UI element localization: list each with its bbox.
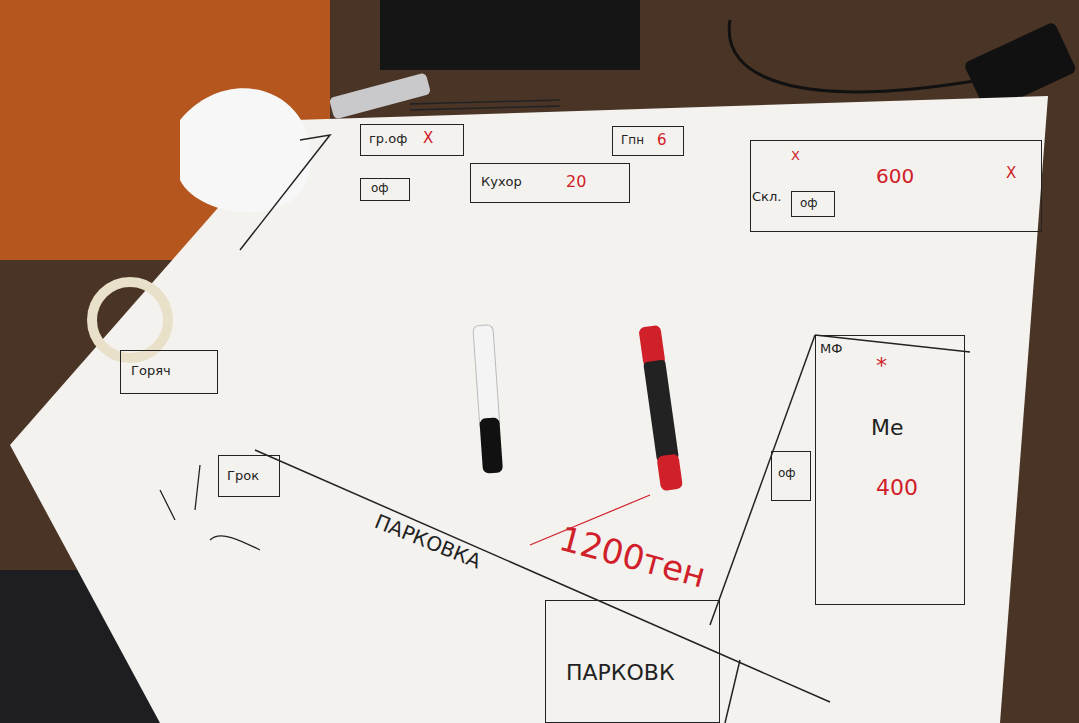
box-text: МФ xyxy=(820,342,842,356)
map-label: Скл. xyxy=(752,190,781,204)
road-edge xyxy=(255,450,830,702)
box-text: 400 xyxy=(876,476,918,500)
box-text: Кухор xyxy=(481,175,522,189)
map-box: Горяч xyxy=(120,350,218,394)
cable xyxy=(729,20,980,92)
box-text: оф xyxy=(371,182,389,195)
map-box: гр.оф Х xyxy=(360,124,464,156)
paper-sheet xyxy=(10,96,1048,723)
box-text: 20 xyxy=(566,173,586,191)
box-text: Гпн xyxy=(621,134,644,147)
foil-roll xyxy=(329,72,431,119)
sketch-marks xyxy=(160,465,260,550)
map-box: оф xyxy=(360,178,410,201)
fence-line xyxy=(410,106,560,110)
tape-roll xyxy=(92,282,168,358)
box-text: * xyxy=(876,354,887,378)
map-box: ПАРКОВК xyxy=(545,600,720,723)
box-text: ПАРКОВК xyxy=(566,661,675,685)
box-text: Горяч xyxy=(131,364,171,378)
black-marker xyxy=(473,325,503,474)
map-box: Кухор 20 xyxy=(470,163,630,203)
box-text: оф xyxy=(800,197,818,210)
building-outline xyxy=(240,135,330,250)
box-text: Х xyxy=(791,149,800,163)
road-edge xyxy=(725,660,740,723)
map-box: оф xyxy=(771,451,811,501)
box-text: 6 xyxy=(657,132,667,149)
map-box: Х 600 Хоф xyxy=(750,140,1042,232)
box-text: гр.оф xyxy=(369,132,407,146)
box-text: оф xyxy=(778,467,796,480)
map-box: оф xyxy=(791,191,835,217)
road-edge xyxy=(710,335,815,625)
fence-line xyxy=(410,100,560,104)
map-label: 1200тен xyxy=(555,520,709,595)
box-text: Ме xyxy=(871,416,904,440)
map-label: ПАРКОВКА xyxy=(372,510,484,572)
map-box: Гпн 6 xyxy=(612,126,684,156)
box-text: Х xyxy=(1006,165,1016,182)
white-cloth xyxy=(180,88,311,212)
box-text: 600 xyxy=(876,165,914,187)
box-text: Грок xyxy=(227,469,259,483)
box-text: Х xyxy=(423,130,433,147)
red-marker xyxy=(638,325,683,491)
laptop xyxy=(380,0,640,70)
map-box: Грок xyxy=(218,455,280,497)
map-box: МФ*Ме400оф xyxy=(815,335,965,605)
